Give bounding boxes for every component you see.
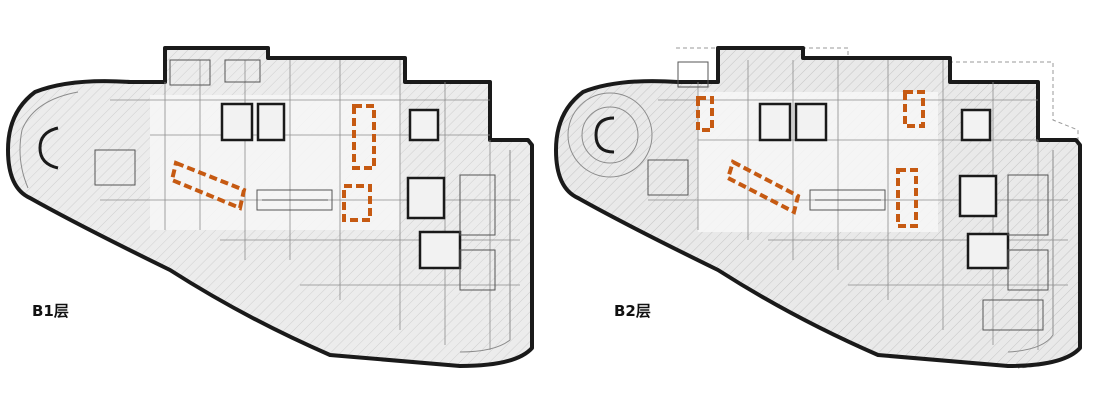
ramp-circle <box>38 126 59 170</box>
floor-plan-b2 <box>548 0 1093 413</box>
highlight-zone-left <box>696 96 714 132</box>
highlight-zones-b1 <box>169 104 376 222</box>
highlight-zone-vertical <box>896 168 918 228</box>
floor-label-b1: B1层 <box>32 302 69 320</box>
highlight-zone-square <box>342 184 372 222</box>
highlight-zone-diagonal <box>169 160 247 211</box>
highlight-zone-upper <box>903 90 925 128</box>
floor-plan-b1 <box>0 0 545 413</box>
highlight-zones-b2 <box>696 90 925 228</box>
highlight-zone-vertical <box>352 104 376 170</box>
ramp-circle <box>594 116 615 154</box>
highlight-zone-diagonal <box>725 159 801 215</box>
floor-label-b2: B2层 <box>614 302 651 320</box>
